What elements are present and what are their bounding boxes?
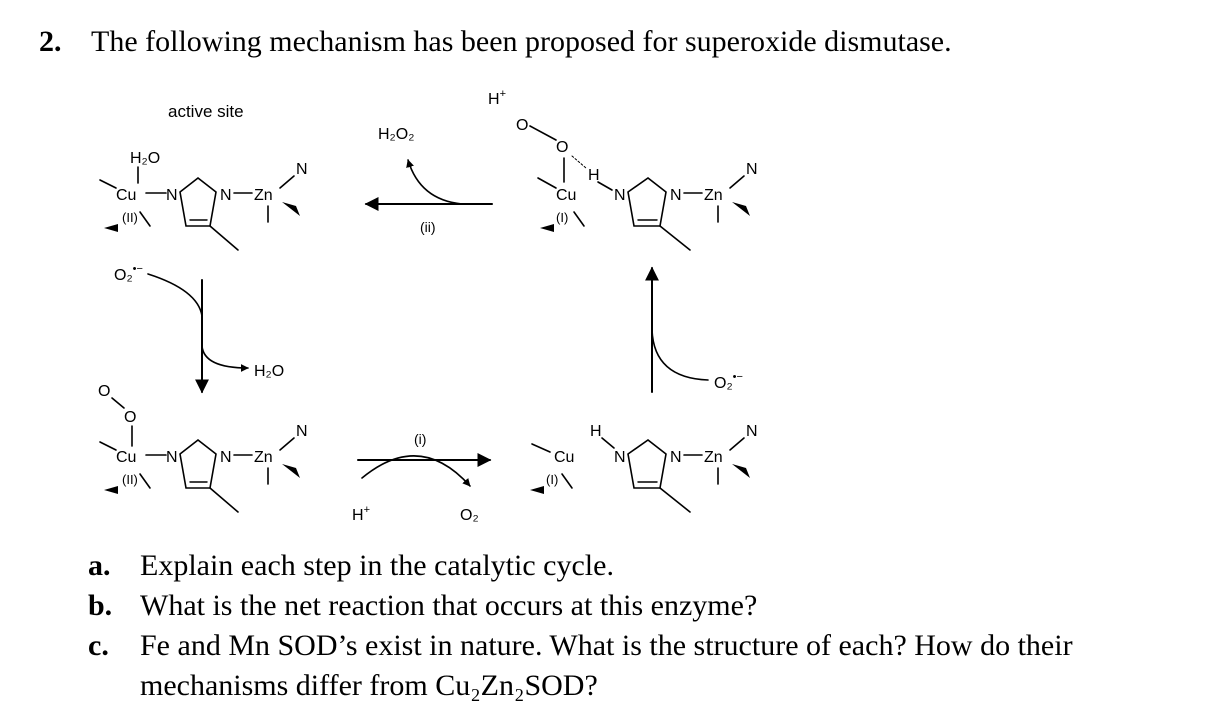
h2o2-label: H₂O₂ bbox=[378, 126, 414, 143]
hydrogen-label: H bbox=[588, 167, 600, 184]
nitrogen-label: N bbox=[296, 423, 308, 440]
oxidation-state-label: (I) bbox=[546, 472, 558, 487]
step-i-arrow: (i) H+ O₂ bbox=[352, 431, 492, 524]
part-text: Explain each step in the catalytic cycle… bbox=[140, 549, 614, 582]
nitrogen-label: N bbox=[614, 187, 626, 204]
copper-label: Cu bbox=[556, 187, 576, 204]
left-cycle-arrow: O₂•− H₂O bbox=[114, 263, 284, 394]
part-label: c. bbox=[88, 629, 109, 662]
zinc-label: Zn bbox=[704, 187, 723, 204]
part-text: What is the net reaction that occurs at … bbox=[140, 589, 758, 622]
hydrogen-label: H bbox=[590, 423, 602, 440]
nitrogen-label: N bbox=[670, 187, 682, 204]
part-b: b. What is the net reaction that occurs a… bbox=[88, 586, 1073, 626]
nitrogen-label: N bbox=[670, 449, 682, 466]
part-text-continued: mechanisms differ from Cu₂Zn₂SOD? bbox=[140, 669, 598, 702]
oxidation-state-label: (II) bbox=[122, 472, 138, 487]
part-text: Fe and Mn SOD’s exist in nature. What is… bbox=[140, 629, 1073, 662]
complex-cu2-superoxo: O O Cu N (II) N Zn N bbox=[98, 383, 308, 513]
oxygen-label: O bbox=[516, 117, 528, 134]
step-ii-arrow: H₂O₂ (ii) bbox=[364, 126, 493, 235]
superoxide-label: O₂•− bbox=[114, 263, 143, 284]
part-a: a. Explain each step in the catalytic cyc… bbox=[88, 546, 1073, 586]
copper-label: Cu bbox=[554, 449, 574, 466]
copper-label: Cu bbox=[116, 449, 136, 466]
nitrogen-label: N bbox=[296, 161, 308, 178]
water-ligand-label: H₂O bbox=[130, 150, 160, 167]
nitrogen-label: N bbox=[220, 449, 232, 466]
part-label: a. bbox=[88, 549, 111, 582]
complex-cu1-hydroperoxo: H+ O O Cu (I) H N N Zn N bbox=[488, 88, 758, 251]
complex-cu1-reduced: Cu (I) H N N Zn N bbox=[530, 423, 758, 513]
nitrogen-label: N bbox=[220, 187, 232, 204]
oxygen-label: O bbox=[98, 383, 110, 400]
right-cycle-arrow: O₂•− bbox=[645, 266, 743, 393]
copper-label: Cu bbox=[116, 187, 136, 204]
proton-label: H+ bbox=[352, 504, 370, 524]
nitrogen-label: N bbox=[166, 449, 178, 466]
question-heading: 2. The following mechanism has been propo… bbox=[39, 24, 952, 60]
superoxide-label: O₂•− bbox=[714, 371, 743, 392]
water-released-label: H₂O bbox=[254, 363, 284, 380]
oxidation-state-label: (I) bbox=[556, 210, 568, 225]
nitrogen-label: N bbox=[166, 187, 178, 204]
oxygen-label: O bbox=[556, 139, 568, 156]
question-parts: a. Explain each step in the catalytic cyc… bbox=[88, 546, 1073, 706]
oxygen-label: O bbox=[124, 409, 136, 426]
part-label: b. bbox=[88, 589, 113, 622]
zinc-label: Zn bbox=[254, 187, 273, 204]
nitrogen-label: N bbox=[746, 161, 758, 178]
proton-label: H+ bbox=[488, 88, 506, 108]
nitrogen-label: N bbox=[746, 423, 758, 440]
oxidation-state-label: (II) bbox=[122, 210, 138, 225]
question-text: The following mechanism has been propose… bbox=[91, 25, 952, 58]
question-number: 2. bbox=[39, 25, 62, 58]
part-c: c. Fe and Mn SOD’s exist in nature. What … bbox=[88, 626, 1073, 706]
step-ii-label: (ii) bbox=[420, 219, 436, 235]
zinc-label: Zn bbox=[254, 449, 273, 466]
zinc-label: Zn bbox=[704, 449, 723, 466]
o2-product-label: O₂ bbox=[460, 507, 479, 524]
active-site-label: active site bbox=[168, 102, 244, 121]
complex-cu2-water: H₂O Cu N (II) N Zn N bbox=[99, 150, 308, 251]
nitrogen-label: N bbox=[614, 449, 626, 466]
step-i-label: (i) bbox=[414, 431, 426, 447]
